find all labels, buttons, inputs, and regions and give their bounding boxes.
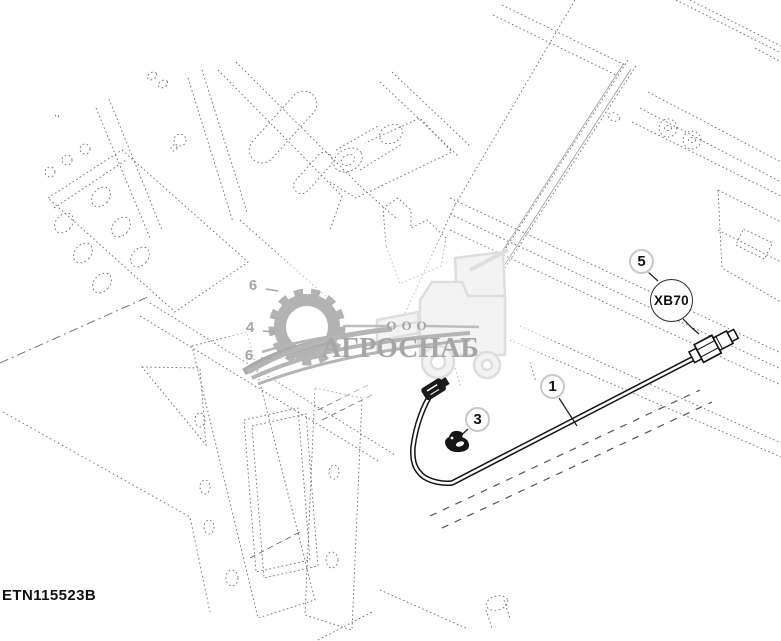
callout-1: 1 xyxy=(540,374,565,399)
callout-5: 5 xyxy=(629,249,654,274)
harness-connector xyxy=(421,377,450,401)
callout-3: 3 xyxy=(465,407,490,432)
gear-icon xyxy=(268,288,346,366)
callout-4: 4 xyxy=(245,319,255,336)
gray-leader-dashes xyxy=(260,288,279,360)
callout-6-lower: 6 xyxy=(244,347,254,364)
connector-tag-xb70: XB70 xyxy=(650,279,693,322)
construction-lines xyxy=(0,295,211,613)
watermark-company-name: АГРОСНАБ xyxy=(321,333,479,364)
sensor-drawing xyxy=(687,328,740,364)
watermark xyxy=(225,238,555,402)
watermark-company-prefix: ООО xyxy=(386,318,432,333)
drawing-id: ETN115523B xyxy=(2,587,97,604)
callout-6-upper: 6 xyxy=(248,277,258,294)
leader-lines xyxy=(455,270,700,441)
wire-harness-drawing xyxy=(410,352,702,487)
watermark-swoosh xyxy=(242,326,471,386)
clip-drawing xyxy=(445,430,470,453)
